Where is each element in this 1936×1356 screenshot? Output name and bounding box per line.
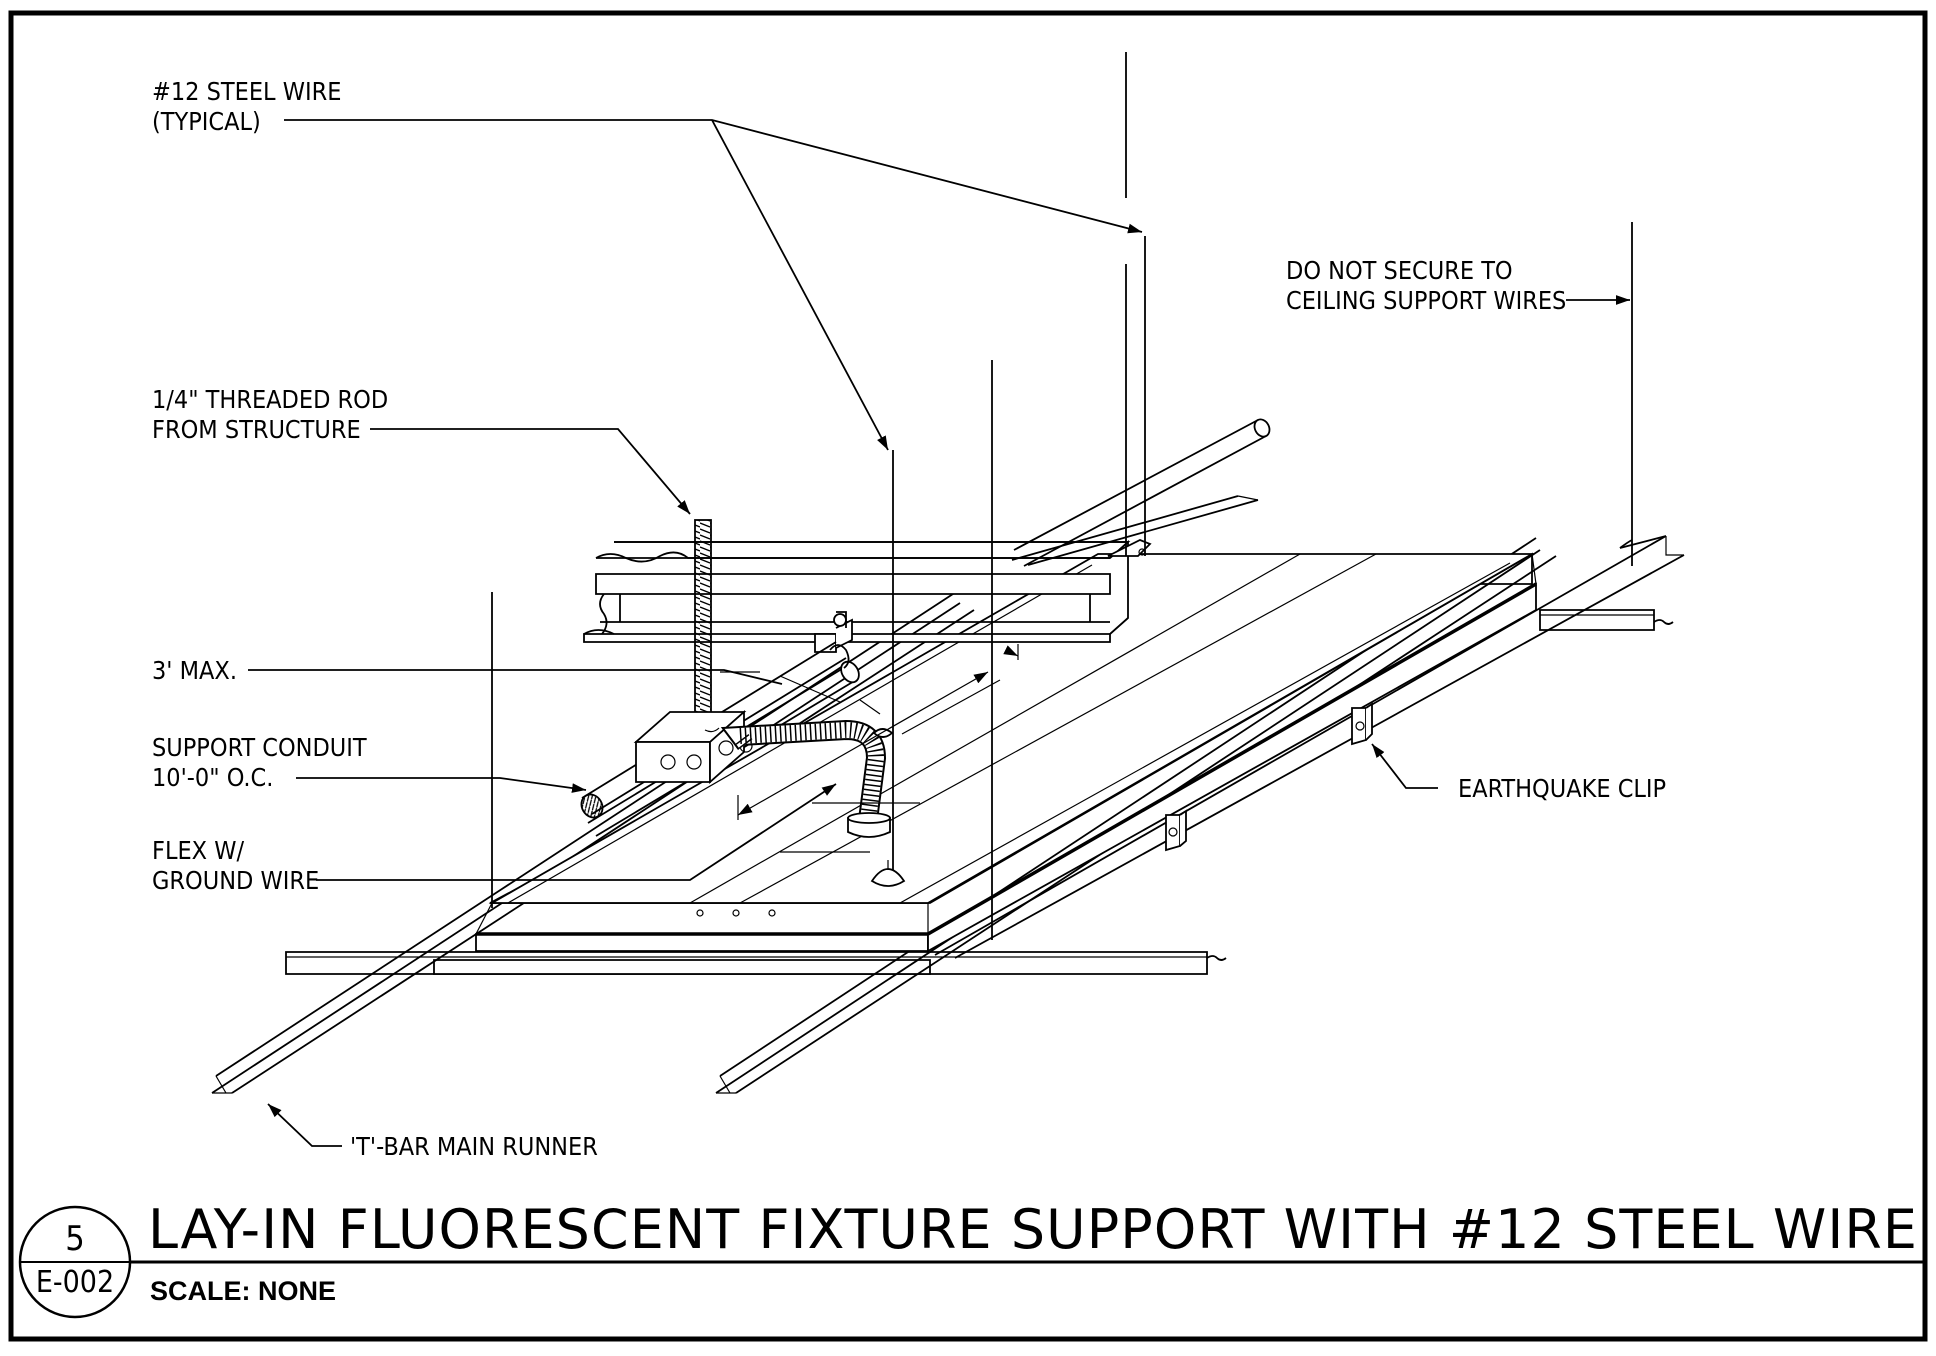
- callout-flex: FLEX W/ GROUND WIRE: [152, 836, 319, 895]
- callout-support-conduit-line2: 10'-0" O.C.: [152, 763, 273, 792]
- callout-threaded-rod-line2: FROM STRUCTURE: [152, 415, 361, 444]
- leader-lines: [248, 119, 1630, 1147]
- callout-support-conduit-line1: SUPPORT CONDUIT: [152, 733, 367, 762]
- detail-title: LAY-IN FLUORESCENT FIXTURE SUPPORT WITH …: [148, 1198, 1918, 1261]
- callout-main-runner: 'T'-BAR MAIN RUNNER: [350, 1132, 598, 1161]
- callout-flex-line2: GROUND WIRE: [152, 866, 319, 895]
- callout-do-not-secure-line2: CEILING SUPPORT WIRES: [1286, 286, 1566, 315]
- earthquake-clip-1: [1351, 702, 1373, 746]
- callout-support-conduit: SUPPORT CONDUIT 10'-0" O.C.: [152, 733, 367, 792]
- callout-threaded-rod: 1/4" THREADED ROD FROM STRUCTURE: [152, 385, 388, 444]
- dimension-3ft-max: [737, 644, 1019, 820]
- callout-steel-wire: #12 STEEL WIRE (TYPICAL): [152, 77, 341, 136]
- steel-beam: [583, 539, 1152, 653]
- detail-bubble: 5 E-002: [18, 1205, 132, 1319]
- detail-scale: SCALE: NONE: [150, 1276, 336, 1306]
- callout-steel-wire-line2: (TYPICAL): [152, 107, 261, 136]
- callout-earthquake-clip: EARTHQUAKE CLIP: [1458, 774, 1666, 803]
- callout-flex-line1: FLEX W/: [152, 836, 244, 865]
- callout-do-not-secure-line1: DO NOT SECURE TO: [1286, 256, 1513, 285]
- callout-threaded-rod-line1: 1/4" THREADED ROD: [152, 385, 388, 414]
- sheet-border: [8, 10, 1928, 1342]
- support-wires: [491, 52, 1633, 940]
- callout-3ft-max: 3' MAX.: [152, 656, 237, 685]
- earthquake-clip-2: [1165, 809, 1187, 852]
- fluorescent-fixture: [475, 552, 1537, 953]
- threaded-rod: [694, 519, 712, 729]
- callout-do-not-secure: DO NOT SECURE TO CEILING SUPPORT WIRES: [1286, 256, 1566, 315]
- detail-sheet: E-002: [36, 1265, 114, 1300]
- callout-steel-wire-line1: #12 STEEL WIRE: [152, 77, 341, 106]
- detail-number: 5: [65, 1219, 84, 1259]
